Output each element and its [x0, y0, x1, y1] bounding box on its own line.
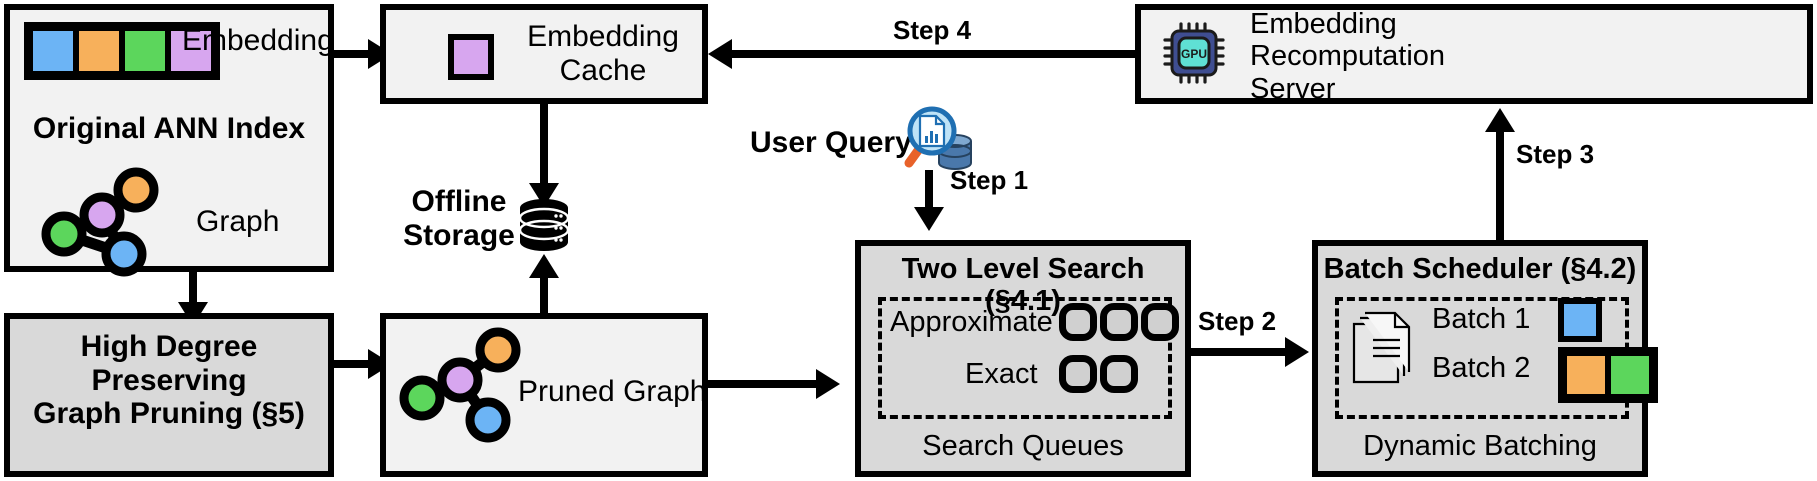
- embedding-swatch-blue: [30, 28, 76, 74]
- step1-label: Step 1: [950, 165, 1029, 195]
- step4-label: Step 4: [893, 15, 972, 45]
- arrowhead-prunedgraph-to-storage: [529, 254, 559, 278]
- batch-2-swatch-orange: [1564, 353, 1608, 397]
- step3-label: Step 3: [1516, 139, 1595, 169]
- two-level-search-box[interactable]: [855, 240, 1191, 477]
- graph-label: Graph: [196, 205, 280, 238]
- approximate-queue-slot-1[interactable]: [1059, 303, 1097, 341]
- embedding-swatch-green: [122, 28, 168, 74]
- connector-step4: [732, 50, 1135, 58]
- embedding-cache-box[interactable]: [380, 4, 708, 104]
- embedding-cache-title: Embedding Cache: [527, 20, 679, 87]
- embedding-swatch-orange: [76, 28, 122, 74]
- search-queues-region: [878, 297, 1172, 419]
- batch-2-swatch-green: [1608, 353, 1652, 397]
- gpu-chip-icon: GPU: [1163, 22, 1225, 84]
- offline-storage-label: Offline Storage: [403, 185, 515, 252]
- graph-pruning-title: High Degree Preserving Graph Pruning (§5…: [33, 330, 305, 431]
- exact-queue-slot-1[interactable]: [1059, 355, 1097, 393]
- user-query-label: User Query: [750, 126, 912, 159]
- magnifier-document-database-icon: [898, 105, 976, 177]
- batch-1-label: Batch 1: [1432, 303, 1531, 335]
- connector-index-to-pruning: [189, 272, 197, 308]
- batch-2-swatches: [1558, 347, 1658, 403]
- arrowhead-step4: [708, 39, 732, 69]
- batch-1-swatch-blue: [1558, 298, 1602, 342]
- batch-scheduler-title: Batch Scheduler (§4.2): [1323, 253, 1637, 285]
- connector-prunedgraph-to-storage: [540, 276, 548, 320]
- exact-queue-slot-2[interactable]: [1100, 355, 1138, 393]
- embedding-swatch-purple: [168, 28, 214, 74]
- arrowhead-step3: [1485, 108, 1515, 132]
- database-cylinder-icon: [518, 198, 570, 256]
- embedding-swatch-strip: [24, 22, 220, 80]
- embedding-cache-chip-icon: [448, 34, 494, 80]
- connector-step1: [925, 170, 933, 212]
- recomputation-server-box[interactable]: [1135, 4, 1813, 104]
- original-graph-illustration: [36, 167, 159, 277]
- arrowhead-step2: [1285, 337, 1309, 367]
- connector-prunedgraph-to-search: [708, 380, 822, 388]
- graph-pruning-box[interactable]: [4, 313, 334, 477]
- connector-step3: [1496, 130, 1504, 240]
- document-stack-icon: [1350, 311, 1412, 388]
- search-queues-footer: Search Queues: [922, 430, 1124, 462]
- arrowhead-prunedgraph-to-search: [816, 369, 840, 399]
- dynamic-batching-footer: Dynamic Batching: [1363, 430, 1597, 462]
- pruned-graph-title: Pruned Graph: [518, 375, 707, 408]
- exact-label: Exact: [965, 358, 1038, 390]
- embedding-label: Embedding: [182, 24, 334, 57]
- pruned-graph-illustration: [399, 327, 530, 443]
- step2-label: Step 2: [1198, 306, 1277, 336]
- recomputation-server-title: Embedding Recomputation Server: [1250, 8, 1446, 105]
- two-level-search-title: Two Level Search (§4.1): [901, 253, 1145, 318]
- connector-pruning-to-prunedgraph: [334, 360, 372, 368]
- original-ann-index-title: Original ANN Index: [32, 112, 306, 145]
- approximate-label: Approximate: [890, 306, 1053, 338]
- connector-step2: [1191, 348, 1291, 356]
- approximate-queue-slot-3[interactable]: [1141, 303, 1179, 341]
- batch-2-label: Batch 2: [1432, 352, 1531, 384]
- connector-cache-to-storage: [540, 104, 548, 188]
- arrowhead-step1: [914, 207, 944, 231]
- svg-text:GPU: GPU: [1181, 47, 1207, 61]
- connector-index-to-cache: [334, 50, 372, 58]
- approximate-queue-slot-2[interactable]: [1100, 303, 1138, 341]
